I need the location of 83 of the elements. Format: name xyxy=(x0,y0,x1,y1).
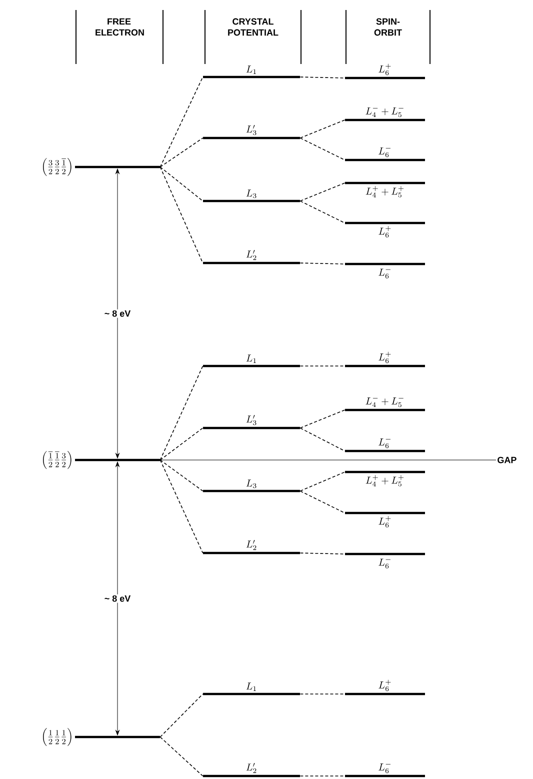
energy-level: $L_{2}^{\prime}$ xyxy=(203,250,300,264)
node-label: $L_{2}^{\prime}$ xyxy=(246,540,256,550)
node-label: $L_{4}^{+}+L_{5}^{+}$ xyxy=(366,475,404,486)
energy-level: $\left(\frac{1}{2}\frac{1}{2}\frac{1}{2}\right)$ xyxy=(43,728,160,746)
node-label: $L_{1}$ xyxy=(246,682,256,692)
energy-level: $L_{3}$ xyxy=(203,480,300,492)
correlation-line xyxy=(300,552,346,554)
node-label: $L_{4}^{-}+L_{5}^{-}$ xyxy=(366,398,404,408)
correlation-line xyxy=(160,366,204,460)
node-label: $L_{6}^{+}$ xyxy=(378,226,391,238)
energy-level: $L_{6}^{+}$ xyxy=(345,352,425,368)
node-label: $L_{3}$ xyxy=(246,190,256,198)
node-label: $L_{6}^{+}$ xyxy=(378,352,391,364)
node-label: $L_{2}^{\prime}$ xyxy=(246,762,256,774)
energy-level: $L_{1}$ xyxy=(203,682,300,696)
column-heading: CRYSTAL POTENTIAL xyxy=(228,18,278,36)
energy-level: $L_{6}^{-}$ xyxy=(345,438,425,452)
node-label: $L_{3}^{\prime}$ xyxy=(246,124,256,136)
node-label: $L_{6}^{+}$ xyxy=(378,680,391,692)
correlation-line xyxy=(300,472,346,492)
node-label: $L_{3}$ xyxy=(246,480,256,488)
energy-level: $\left(\frac{3}{2}\frac{3}{2}\frac{\overline{1}}{2}\right)$ xyxy=(43,158,160,176)
energy-level: $L_{4}^{-}+L_{5}^{-}$ xyxy=(345,398,425,412)
node-label: $L_{6}^{-}$ xyxy=(378,764,391,774)
column-heading: SPIN-ORBIT xyxy=(374,18,402,36)
energy-level: $L_{6}^{-}$ xyxy=(345,764,425,778)
energy-level: $L_{1}$ xyxy=(203,354,300,368)
energy-level: $L_{2}^{\prime}$ xyxy=(203,540,300,554)
energy-level: $L_{6}^{+}$ xyxy=(345,680,425,696)
edge-label: ~ 8 eV xyxy=(104,310,131,317)
energy-level: $L_{6}^{+}$ xyxy=(345,222,425,238)
energy-level: $L_{6}^{+}$ xyxy=(345,64,425,80)
energy-level: $L_{3}$ xyxy=(203,190,300,202)
energy-level: $L_{3}^{\prime}$ xyxy=(203,124,300,140)
correlation-line xyxy=(160,694,204,738)
correlation-line xyxy=(160,138,204,168)
gap-label: GAP xyxy=(498,456,516,464)
node-label: $L_{6}^{-}$ xyxy=(378,438,391,448)
energy-level: $L_{1}$ xyxy=(203,66,300,78)
energy-gap-arrow xyxy=(116,168,120,458)
correlation-line xyxy=(300,410,346,428)
correlation-line xyxy=(160,460,204,554)
edge-label: ~ 8 eV xyxy=(104,595,131,602)
correlation-line xyxy=(300,200,346,224)
correlation-line xyxy=(300,182,346,202)
energy-level: $L_{6}^{-}$ xyxy=(345,552,425,568)
node-label: $L_{1}$ xyxy=(246,66,256,74)
node-label: $L_{6}^{-}$ xyxy=(378,268,391,278)
correlation-line xyxy=(160,428,204,460)
correlation-line xyxy=(300,428,346,452)
energy-level: $L_{4}^{-}+L_{5}^{-}$ xyxy=(345,108,425,122)
node-label: $L_{6}^{+}$ xyxy=(378,516,391,528)
correlation-line xyxy=(160,166,204,264)
energy-level: $L_{2}^{\prime}$ xyxy=(203,763,300,778)
energy-level: $\left(\frac{\overline{1}}{2}\frac{\overline{1}}{2}\frac{3}{2}\right)$ xyxy=(43,451,160,469)
column-heading: FREE ELECTRON xyxy=(96,18,144,36)
correlation-line xyxy=(160,736,204,776)
node-label: $\left(\frac{3}{2}\frac{3}{2}\frac{\overline{1}}{2}\right)$ xyxy=(43,158,72,176)
correlation-line xyxy=(300,490,346,514)
correlation-line xyxy=(160,166,204,202)
node-label: $L_{4}^{-}+L_{5}^{-}$ xyxy=(366,108,404,118)
node-label: $L_{6}^{-}$ xyxy=(378,558,391,568)
node-label: $L_{4}^{+}+L_{5}^{+}$ xyxy=(366,186,404,198)
correlation-line xyxy=(300,76,346,78)
node-label: $\left(\frac{1}{2}\frac{1}{2}\frac{1}{2}\right)$ xyxy=(43,728,72,746)
node-label: $L_{2}^{\prime}$ xyxy=(246,250,256,260)
correlation-line xyxy=(300,138,346,160)
node-label: $L_{6}^{+}$ xyxy=(378,64,391,76)
node-label: $L_{1}$ xyxy=(246,354,256,364)
node-label: $L_{6}^{-}$ xyxy=(378,148,391,158)
correlation-line xyxy=(160,460,204,492)
correlation-line xyxy=(300,120,346,138)
energy-level: $L_{4}^{+}+L_{5}^{+}$ xyxy=(345,470,425,486)
energy-level: $L_{3}^{\prime}$ xyxy=(203,415,300,430)
node-label: $\left(\frac{\overline{1}}{2}\frac{\overline{1}}{2}\frac{3}{2}\right)$ xyxy=(43,450,72,469)
energy-level: $L_{6}^{-}$ xyxy=(345,262,425,278)
energy-level: $L_{4}^{+}+L_{5}^{+}$ xyxy=(345,182,425,198)
energy-level: $L_{6}^{+}$ xyxy=(345,512,425,528)
energy-gap-arrow xyxy=(116,462,120,736)
node-label: $L_{3}^{\prime}$ xyxy=(246,414,256,426)
correlation-line xyxy=(300,262,346,264)
energy-level: $L_{6}^{-}$ xyxy=(345,148,425,162)
correlation-line xyxy=(160,76,204,168)
